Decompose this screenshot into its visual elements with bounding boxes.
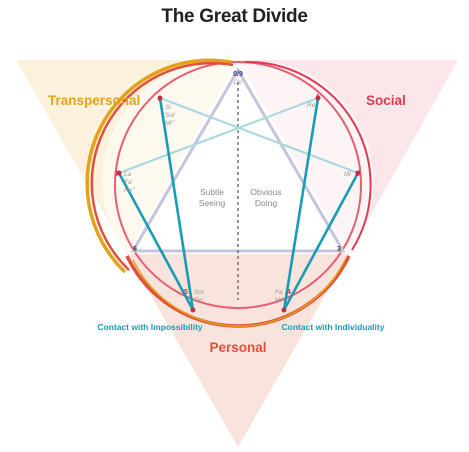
point-note-4-1: Mi' (275, 297, 284, 304)
point-number-6: 6 (133, 246, 137, 253)
point-note-09-0: Do (234, 79, 243, 86)
line-8-2 (159, 96, 359, 175)
region-label-social: Social (366, 93, 406, 108)
line-7-5 (117, 172, 195, 311)
point-number-1: 1 (316, 94, 320, 101)
point-marker-4 (281, 307, 287, 313)
point-note-5-1: Re' (194, 297, 204, 304)
point-number-8: 8 (158, 96, 162, 103)
point-number-09: 0/9 (233, 71, 243, 78)
point-note-5-0: Sol (194, 289, 204, 296)
point-marker-5 (190, 307, 196, 313)
page-title: The Great Divide (161, 6, 308, 27)
region-label-personal: Personal (209, 340, 266, 355)
point-note-2-0: Mi (344, 171, 351, 178)
line-8-5 (158, 97, 195, 311)
line-2-4 (282, 172, 360, 311)
social-arc (244, 60, 372, 251)
personal-arc-inner (132, 259, 346, 327)
point-note-7-0: La (124, 171, 132, 178)
point-note-7-1: Fa' (124, 179, 134, 186)
point-marker-2 (355, 170, 361, 176)
point-note-4-0: Fa (275, 289, 283, 296)
center-right-line2: Doing (255, 198, 277, 208)
point-number-2: 2 (355, 171, 359, 178)
contact-individuality-label: Contact with Individuality (282, 322, 385, 332)
point-note-8-0: Si (165, 104, 171, 111)
point-number-7: 7 (115, 171, 119, 178)
point-marker-7 (116, 170, 122, 176)
region-label-transpersonal: Transpersonal (48, 93, 140, 108)
enneagram-circle (114, 61, 362, 309)
circle-interior (102, 60, 374, 255)
point-number-4: 4 (287, 289, 291, 296)
transpersonal-arc-inner (90, 61, 234, 271)
point-note-7-2: Re'' (124, 187, 136, 194)
contact-impossibility-label: Contact with Impossibility (97, 322, 203, 332)
point-number-3: 3 (337, 246, 341, 253)
center-right-line1: Obvious (250, 187, 281, 197)
point-number-5: 5 (184, 289, 188, 296)
line-1-7 (118, 96, 319, 175)
point-marker-1 (315, 95, 321, 101)
personal-triangle (127, 254, 349, 447)
center-left-line2: Seeing (199, 198, 226, 208)
point-marker-8 (157, 95, 163, 101)
point-note-8-2: Mi'' (165, 120, 175, 127)
point-note-8-1: Sol (165, 112, 175, 119)
point-note-1-0: Re (307, 102, 316, 109)
center-left-line1: Subtle (200, 187, 224, 197)
transpersonal-arc (85, 58, 232, 274)
line-1-4 (282, 97, 320, 311)
